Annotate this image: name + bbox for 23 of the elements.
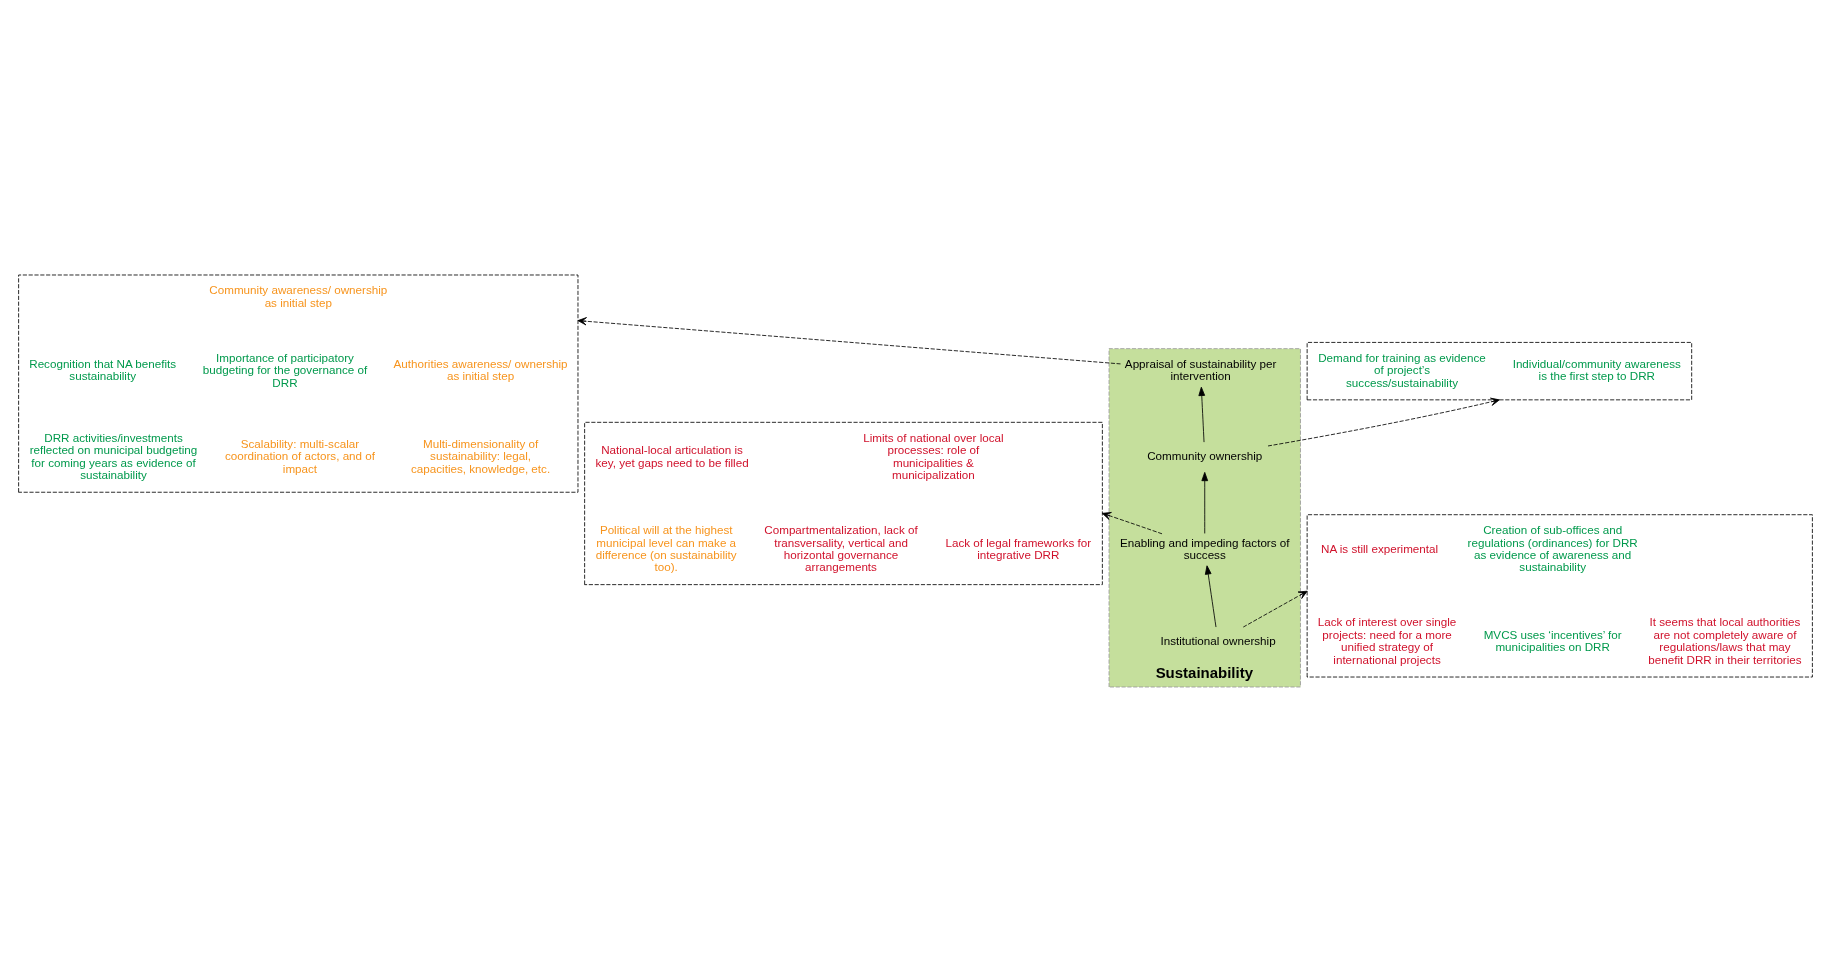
- node-text: Political will at the highest municipal level can make a difference (on sustainability too).: [595, 523, 737, 574]
- node-text: Community awareness/ ownership as initial step: [209, 283, 388, 309]
- node-text: Authorities awareness/ ownership as initial step: [393, 356, 568, 383]
- node-text: National-local articulation is key, yet gaps need to be filled: [595, 443, 749, 469]
- node-text: Recognition that NA benefits sustainability: [29, 356, 177, 383]
- node-text: Lack of legal frameworks for integrative DRR: [945, 535, 1092, 561]
- node-text: NA is still experimental: [1321, 541, 1439, 555]
- node-text: Demand for training as evidence of project’s success/sustainability: [1318, 350, 1486, 389]
- node-text: Institutional ownership: [1160, 634, 1276, 648]
- node-text: It seems that local authorities are not completely aware of regulations/laws that may benefit DRR in their territories: [1648, 615, 1802, 666]
- node-text: MVCS uses ‘incentives’ for municipalities on DRR: [1483, 627, 1622, 654]
- node-text: Appraisal of sustainability per intervention: [1124, 356, 1277, 383]
- node-text: Creation of sub-offices and regulations (ordinances) for DRR as evidence of awareness and sustainability: [1467, 523, 1638, 574]
- node-text: Multi-dimensionality of sustainability: legal, capacities, knowledge, etc.: [411, 436, 551, 475]
- node-text: Importance of participatory budgeting for the governance of DRR: [202, 350, 368, 389]
- node-text: Limits of national over local processes: role of municipalities & municipalization: [863, 430, 1004, 482]
- node-text: Lack of interest over single projects: need for a more unified strategy of international projects: [1317, 615, 1457, 666]
- node-text: Enabling and impeding factors of success: [1119, 535, 1290, 561]
- node-text: Individual/community awareness is the first step to DRR: [1512, 356, 1681, 383]
- node-text: Community ownership: [1147, 449, 1263, 463]
- node-text: Compartmentalization, lack of transversality, vertical and horizontal governance arrangements: [764, 523, 918, 574]
- node-text: DRR activities/investments reflected on municipal budgeting for coming years as evidence of sustainability: [29, 430, 198, 482]
- node-text: Scalability: multi-scalar coordination of actors, and of impact: [224, 436, 376, 475]
